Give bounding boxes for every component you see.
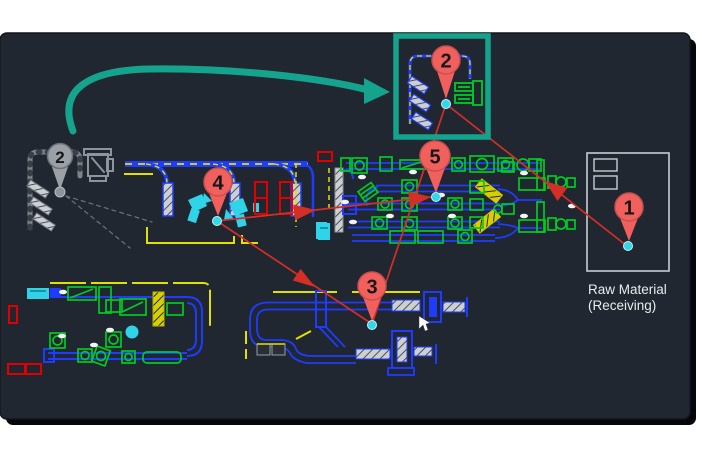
cyan-dot-machine [125,325,139,339]
drawing-canvas [0,32,691,420]
zoom-arrow [65,65,390,135]
raw-material-label-line2: (Receiving) [588,298,656,313]
svg-text:5: 5 [429,147,440,169]
raw-material-area: Raw Material (Receiving) [586,152,670,313]
svg-text:1: 1 [623,198,634,220]
dock-ramp-icons [26,179,56,232]
anchor-dot [367,320,377,330]
ladder-column [334,167,344,233]
annotation-clouds [58,289,114,348]
cyan-vehicles [187,193,259,228]
flow-arrowhead [408,191,431,208]
flow-arrowhead [545,181,568,201]
loop-conveyor [43,296,203,363]
red-rect-annotations [7,305,42,375]
detail-box-frame [393,33,491,140]
flow-marker-5: 5 [419,140,451,202]
cursor-icon [418,315,431,332]
marker-2-original: 2 [46,142,74,198]
machine-green [454,80,483,106]
pipe-machine-upper [423,291,442,323]
flow-marker-3: 3 [357,271,387,330]
pallet-icon [474,178,504,204]
station-assembly-b [493,201,576,233]
flow-line-2-to-1 [445,103,628,247]
flow-arrowhead [292,268,315,287]
marker-2-original-number: 2 [55,148,64,167]
dock-ramp-icons [406,75,434,131]
annotation-clouds [341,169,576,225]
red-rect-annotation [317,151,333,162]
anchor-dot [431,192,441,202]
anchor-dot [441,99,451,109]
cyan-machine [27,288,61,299]
svg-text:2: 2 [440,51,451,73]
floor-pads [256,343,286,356]
raw-material-box [586,152,670,272]
flow-line-4-to-5 [216,196,432,222]
flow-marker-4: 4 [203,167,233,226]
green-machines [49,286,184,368]
svg-text:4: 4 [212,173,224,195]
cyan-machine-small [318,223,330,240]
packaging-block [7,282,211,375]
flow-marker-1: 1 [614,192,644,251]
anchor-dot [623,241,633,251]
anchor-dot [212,216,222,226]
flow-arrowhead [293,204,316,221]
flow-line-4-to-3 [216,220,373,325]
raw-material-label-line1: Raw Material [588,282,667,297]
zoom-arrowhead [364,78,390,104]
flow-marker-2: 2 [431,45,461,109]
hatched-column [152,291,165,327]
machine-gray [83,148,114,182]
station-2-original: 2 [26,142,153,249]
svg-text:3: 3 [366,277,377,299]
flow-markers: 2 5 4 3 1 [203,45,644,330]
